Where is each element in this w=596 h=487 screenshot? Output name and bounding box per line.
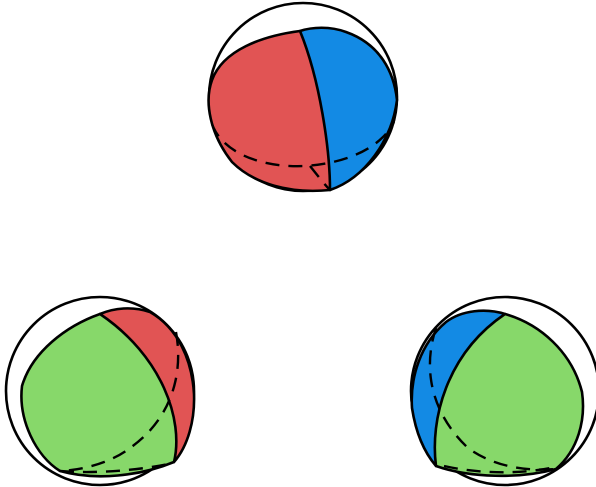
sphere-bottom-left: [6, 297, 194, 485]
sphere-top: [209, 3, 397, 191]
sphere-bottom-right: [411, 297, 596, 485]
